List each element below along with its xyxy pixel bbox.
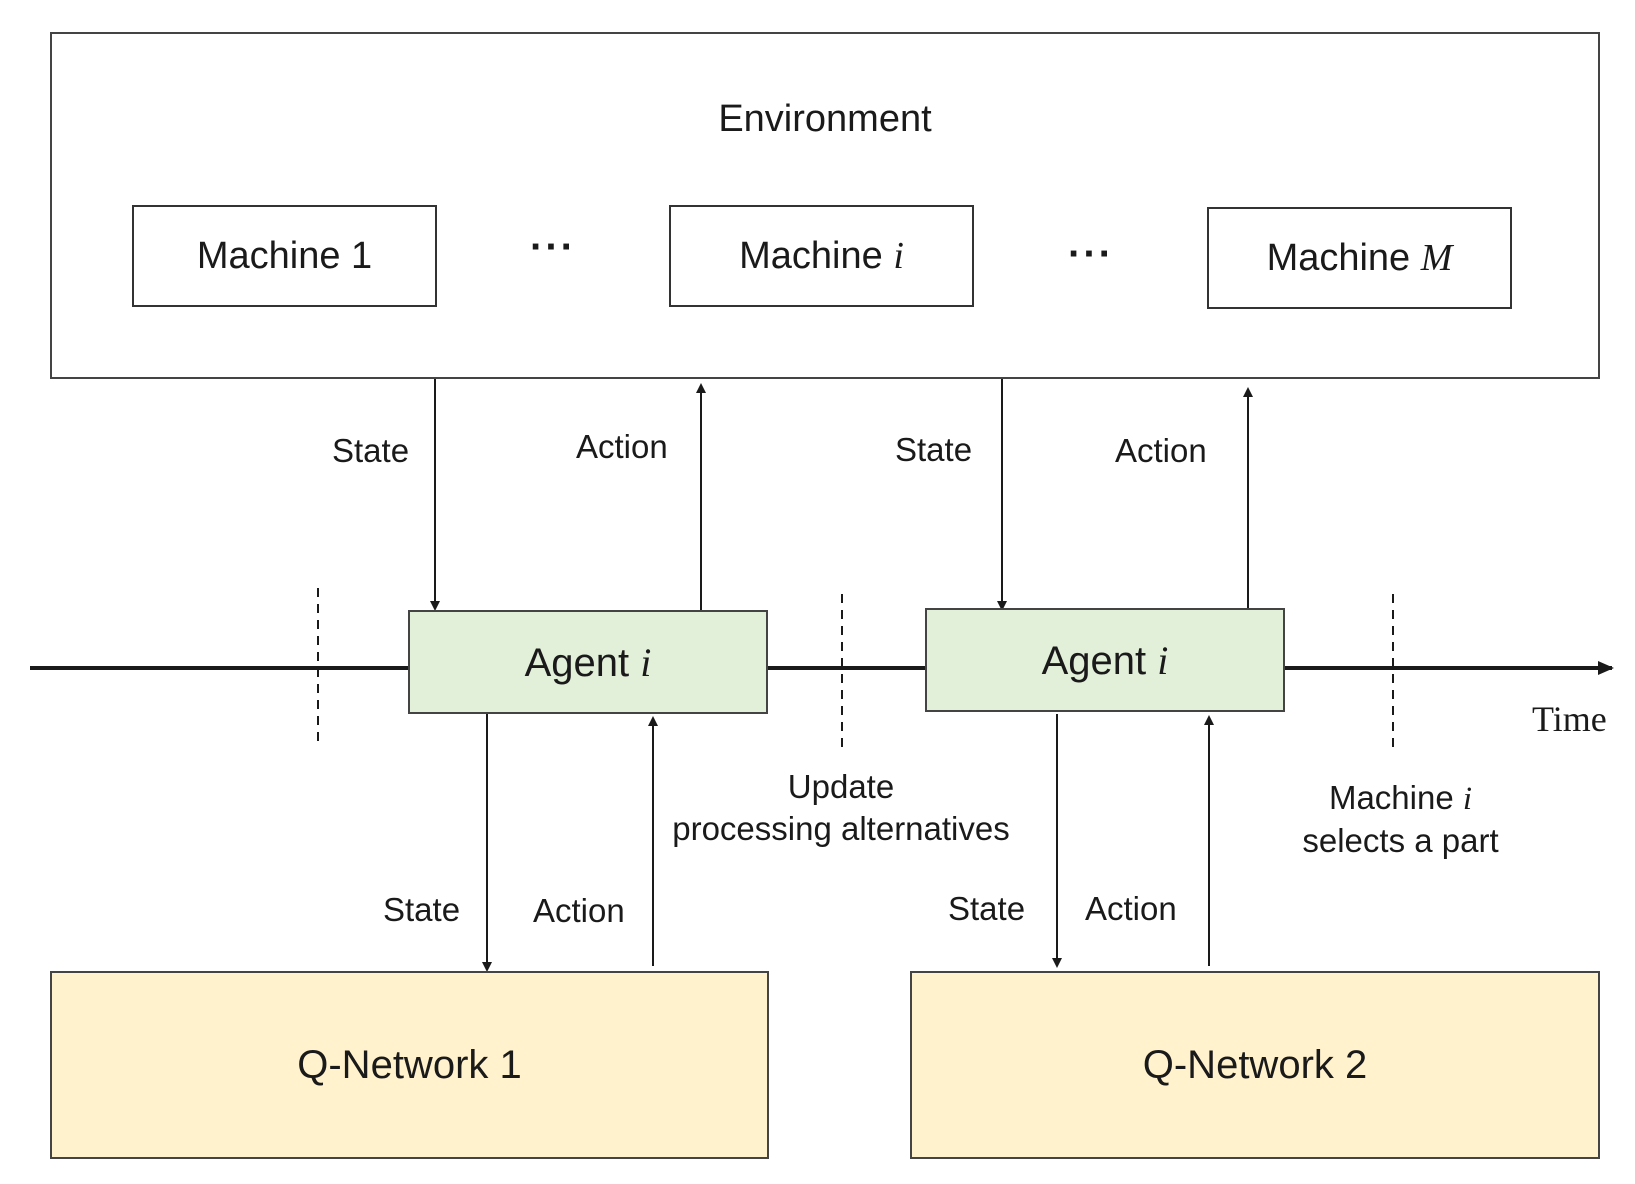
machine-m-label: Machine M <box>1266 237 1453 279</box>
update-annotation: Update processing alternatives <box>662 766 1020 850</box>
qnetwork-2-label: Q-Network 2 <box>1142 1042 1368 1087</box>
ellipsis-1: ··· <box>530 225 576 269</box>
agent-1-label: Agent i <box>524 639 652 685</box>
ellipsis-2: ··· <box>1068 232 1114 276</box>
machine-select-line2: selects a part <box>1302 822 1499 859</box>
time-axis-label: Time <box>1532 699 1607 739</box>
state-label-env-agent2: State <box>895 431 973 468</box>
environment-title: Environment <box>718 98 932 140</box>
qnetwork-1-box: Q-Network 1 <box>50 971 769 1159</box>
machine-m-box: Machine M <box>1207 207 1512 309</box>
agent-2-label: Agent i <box>1041 637 1169 683</box>
agent-box-1: Agent i <box>408 610 768 714</box>
state-label-env-agent1: State <box>332 432 410 469</box>
update-annotation-line2: processing alternatives <box>672 810 1010 847</box>
agent-box-2: Agent i <box>925 608 1285 712</box>
action-label-agent1-env: Action <box>576 428 668 465</box>
machine-1-box: Machine 1 <box>132 205 437 307</box>
action-label-qnet1-agent1: Action <box>533 892 625 929</box>
machine-i-box: Machine i <box>669 205 974 307</box>
action-label-qnet2-agent2: Action <box>1085 890 1177 927</box>
action-label-agent2-env: Action <box>1115 432 1207 469</box>
qnetwork-1-label: Q-Network 1 <box>297 1042 522 1087</box>
update-annotation-line1: Update <box>787 768 895 805</box>
state-label-agent1-qnet1: State <box>383 891 461 928</box>
qnetwork-2-box: Q-Network 2 <box>910 971 1600 1159</box>
machine-select-line1: Machine i <box>1328 779 1473 817</box>
machine-select-annotation: Machine i selects a part <box>1283 777 1518 862</box>
machine-i-label: Machine i <box>739 235 904 277</box>
machine-1-label: Machine 1 <box>196 234 373 277</box>
state-label-agent2-qnet2: State <box>948 890 1026 927</box>
